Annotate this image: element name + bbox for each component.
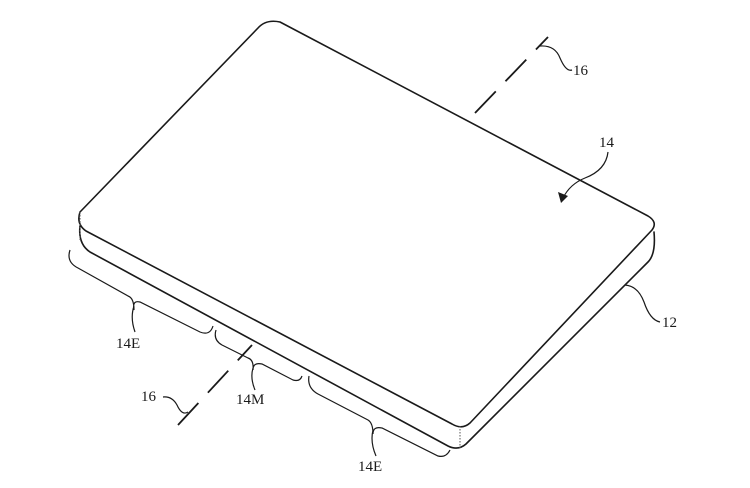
label-16-top: 16: [573, 63, 588, 79]
label-12: 12: [662, 315, 677, 331]
label-14m: 14M: [236, 392, 265, 408]
leader-16-top: [539, 45, 573, 71]
label-14: 14: [599, 135, 614, 151]
arrowhead-icon: [558, 192, 568, 203]
label-16-bottom: 16: [141, 389, 156, 405]
axis-line-top: [474, 36, 549, 114]
label-14e-left: 14E: [116, 336, 141, 352]
brace-14e-right: [308, 375, 451, 457]
brace-14e-left: [68, 249, 214, 334]
leader-14-arrow: [562, 151, 609, 199]
front-side-bottom-edge: [78, 225, 656, 449]
leader-16-bottom: [162, 396, 189, 414]
top-face-outline: [78, 20, 656, 428]
leader-12: [624, 284, 661, 323]
label-14e-right: 14E: [358, 459, 383, 475]
axis-line-bottom: [177, 344, 253, 426]
brace-14m: [214, 329, 303, 391]
